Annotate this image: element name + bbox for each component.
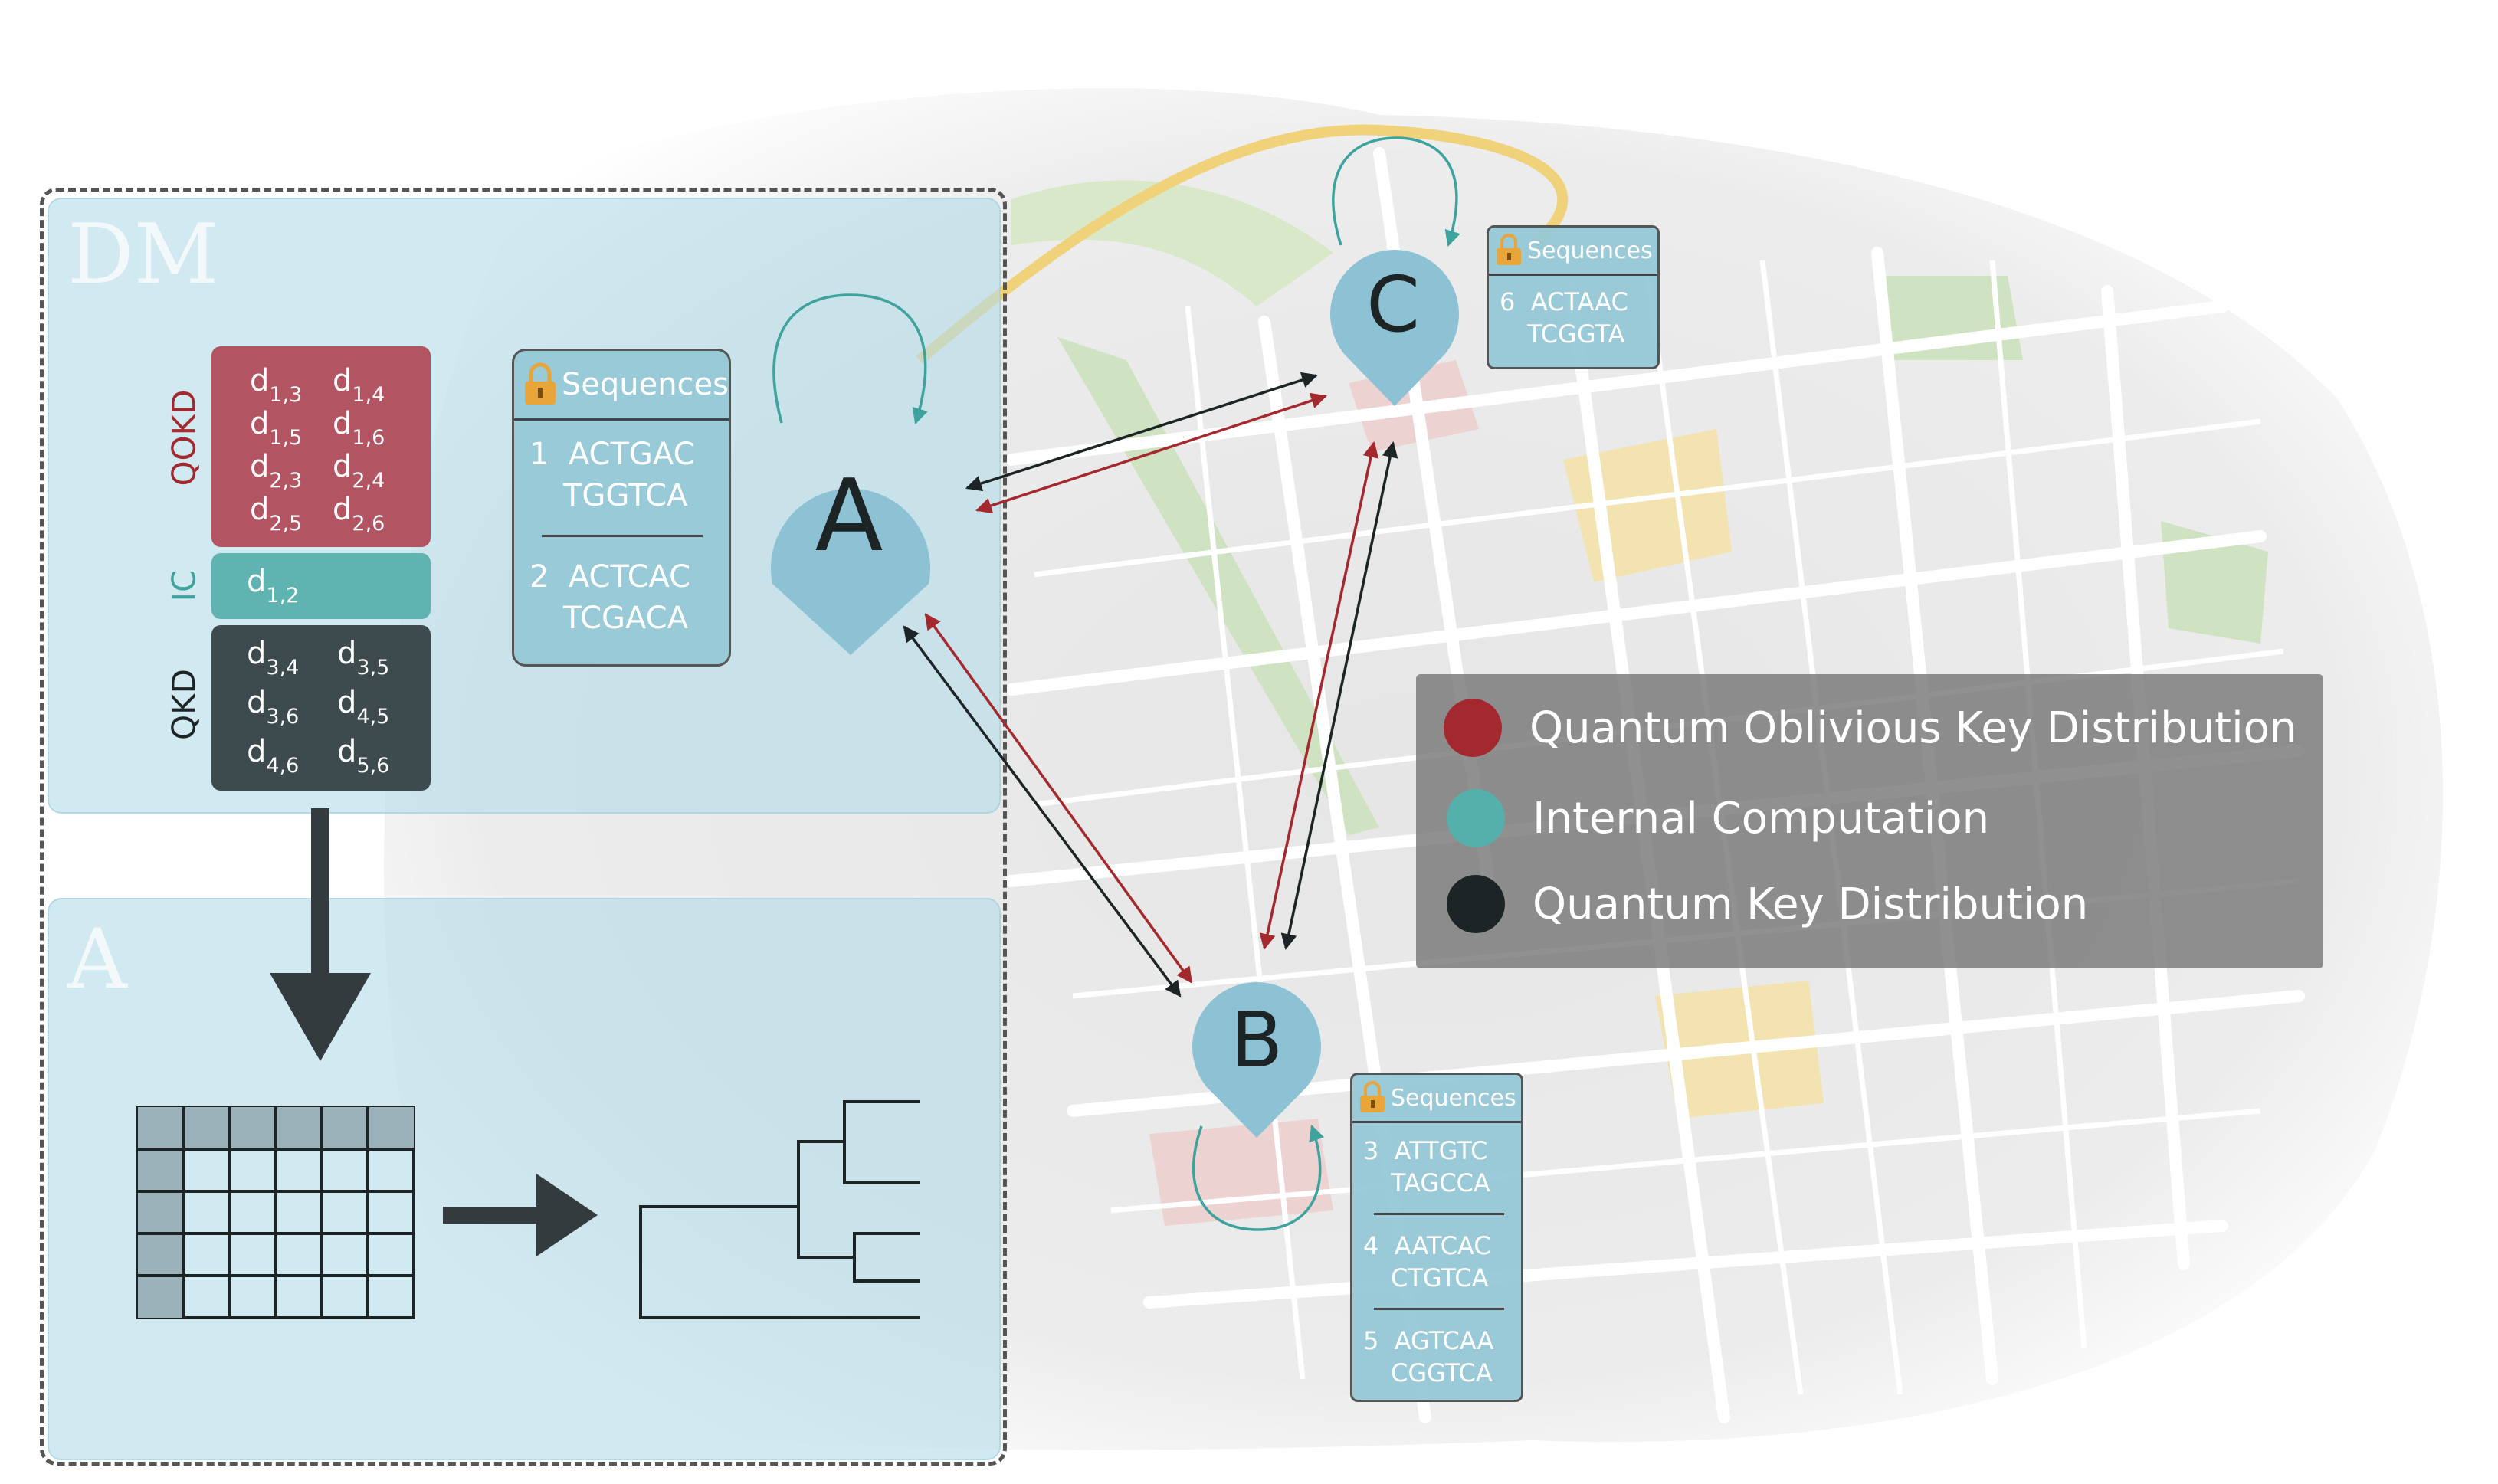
qokd-cell: d2,3 bbox=[250, 449, 303, 493]
legend-label: Quantum Key Distribution bbox=[1533, 879, 2089, 929]
right-arrow bbox=[443, 1174, 598, 1256]
qkd-block: d3,4 d3,5 d3,6 d4,5 d4,6 d5,6 bbox=[211, 625, 431, 791]
sequences-title: Sequences bbox=[1391, 1084, 1516, 1112]
node-label-b: B bbox=[1231, 995, 1283, 1085]
qkd-link-a-c bbox=[965, 372, 1318, 492]
sequence-entry: 6 ACTAAC bbox=[1500, 287, 1628, 316]
qokd-cell: d2,5 bbox=[250, 492, 303, 536]
sequence-entry: 2 ACTCAC bbox=[529, 559, 691, 595]
qkd-cell: d4,6 bbox=[247, 734, 300, 778]
sequences-header: Sequences bbox=[514, 351, 729, 421]
qokd-cell: d1,3 bbox=[250, 363, 303, 407]
sequences-title: Sequences bbox=[561, 367, 729, 402]
legend: Quantum Oblivious Key Distribution Inter… bbox=[1416, 674, 2323, 968]
distance-matrix-grid bbox=[136, 1106, 415, 1319]
legend-item-ic: Internal Computation bbox=[1447, 789, 1989, 847]
a-panel-title: A bbox=[67, 912, 127, 1007]
qokd-link-a-c bbox=[975, 392, 1327, 514]
node-pin-c[interactable]: C bbox=[1330, 250, 1460, 406]
legend-dot bbox=[1447, 789, 1505, 847]
separator bbox=[1374, 1213, 1504, 1215]
lock-icon bbox=[525, 362, 556, 405]
legend-dot bbox=[1444, 699, 1502, 757]
ic-block: d1,2 bbox=[211, 553, 431, 619]
qkd-link-a-b bbox=[903, 625, 1182, 998]
node-label-c: C bbox=[1366, 260, 1420, 349]
qokd-cell: d1,4 bbox=[333, 363, 385, 407]
qokd-cell: d2,4 bbox=[333, 449, 385, 493]
node-label-a: A bbox=[815, 457, 883, 574]
qkd-cell: d3,4 bbox=[247, 636, 300, 680]
qkd-link-b-c bbox=[1280, 441, 1398, 951]
lock-icon bbox=[1360, 1081, 1385, 1112]
qkd-cell: d4,5 bbox=[337, 685, 390, 729]
qkd-cell: d3,6 bbox=[247, 685, 300, 729]
sequence-entry-line2: TCGACA bbox=[563, 601, 688, 636]
phylogenetic-tree bbox=[639, 1100, 920, 1319]
separator bbox=[542, 535, 703, 537]
sequence-entry-line2: CGGTCA bbox=[1391, 1358, 1493, 1387]
sequence-entry: 3 ATTGTC bbox=[1363, 1136, 1488, 1165]
sequence-entry-line2: CTGTCA bbox=[1391, 1263, 1489, 1292]
ic-loop-b bbox=[1192, 1125, 1325, 1231]
qokd-cell: d2,6 bbox=[333, 492, 385, 536]
down-arrow bbox=[270, 808, 371, 1061]
ic-loop-c bbox=[1332, 136, 1460, 247]
qkd-cell: d3,5 bbox=[337, 636, 390, 680]
legend-label: Internal Computation bbox=[1533, 793, 1990, 844]
node-pin-a[interactable]: A bbox=[771, 457, 930, 655]
sequences-box-c: Sequences 6 ACTAAC TCGGTA bbox=[1487, 225, 1660, 369]
qokd-link-a-b bbox=[924, 613, 1193, 984]
sequence-entry-line2: TGGTCA bbox=[563, 478, 688, 513]
sequence-entry: 4 AATCAC bbox=[1363, 1231, 1491, 1260]
sequence-entry: 1 ACTGAC bbox=[529, 437, 695, 472]
sequences-header: Sequences bbox=[1489, 228, 1657, 276]
dm-panel-title: DM bbox=[67, 207, 219, 303]
ic-cell: d1,2 bbox=[247, 564, 300, 608]
sequences-box-b: Sequences 3 ATTGTC TAGCCA 4 AATCAC CTGTC… bbox=[1350, 1073, 1523, 1402]
sequences-box-a: Sequences 1 ACTGAC TGGTCA 2 ACTCAC TCGAC… bbox=[512, 349, 731, 667]
legend-item-qokd: Quantum Oblivious Key Distribution bbox=[1444, 699, 2296, 757]
qokd-cell: d1,6 bbox=[333, 406, 385, 450]
qokd-block: d1,3 d1,4 d1,5 d1,6 d2,3 d2,4 d2,5 d2,6 bbox=[211, 346, 431, 547]
sequences-title: Sequences bbox=[1527, 237, 1653, 264]
sequence-entry: 5 AGTCAA bbox=[1363, 1326, 1494, 1355]
separator bbox=[1374, 1308, 1504, 1310]
legend-dot bbox=[1447, 875, 1505, 933]
sequence-entry-line2: TAGCCA bbox=[1391, 1168, 1490, 1197]
qokd-link-b-c bbox=[1259, 441, 1379, 951]
a-panel bbox=[48, 898, 1001, 1460]
sequence-entry-line2: TCGGTA bbox=[1527, 319, 1625, 349]
qkd-cell: d5,6 bbox=[337, 734, 390, 778]
ic-loop-a bbox=[772, 293, 928, 425]
qokd-cell: d1,5 bbox=[250, 406, 303, 450]
lock-icon bbox=[1497, 234, 1521, 265]
legend-item-qkd: Quantum Key Distribution bbox=[1447, 875, 2088, 933]
sequences-header: Sequences bbox=[1352, 1075, 1521, 1123]
legend-label: Quantum Oblivious Key Distribution bbox=[1529, 703, 2297, 753]
node-pin-b[interactable]: B bbox=[1192, 982, 1321, 1138]
